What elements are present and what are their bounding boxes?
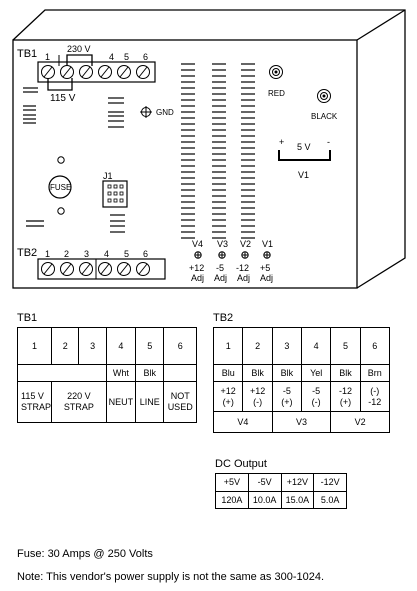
dc-value: 10.0A — [247, 491, 282, 509]
tb2-value: (-)-12 — [359, 381, 391, 412]
tb1-color: Blk — [135, 364, 165, 382]
dc-output-table: +5V -5V +12V -12V 120A 10.0A 15.0A 5.0A — [215, 473, 347, 509]
tb1-screws — [41, 65, 150, 79]
tb2-cell: 5 — [330, 327, 361, 365]
tb2-cell: 2 — [242, 327, 273, 365]
pot-v1-adj: Adj — [260, 273, 274, 283]
tb2-screws — [41, 262, 150, 276]
tb2-color: Blk — [330, 364, 361, 382]
pot-v3-name: V3 — [217, 239, 229, 249]
fuse-holder — [48, 175, 72, 199]
black-label: BLACK — [311, 112, 338, 121]
tb2-value: +12(+) — [212, 381, 244, 412]
black-jack — [317, 89, 331, 103]
tb1-cell: 6 — [163, 327, 197, 365]
pot-v4-name: V4 — [192, 239, 204, 249]
tb2-label: TB2 — [17, 247, 38, 259]
tb1-function-neut: NEUT — [105, 381, 137, 423]
pot-v1-name: V1 — [262, 239, 274, 249]
tb1-color: Wht — [105, 364, 137, 382]
pot-v4-value: +12 — [189, 263, 205, 273]
tb2-num-1: 1 — [45, 249, 51, 259]
tb2-table-title: TB2 — [213, 312, 234, 324]
pot-v2-adj: Adj — [237, 273, 251, 283]
dc-header: -12V — [313, 473, 347, 492]
fuse-label: FUSE — [50, 183, 72, 192]
tb1-num-5: 5 — [124, 52, 130, 62]
dc-value: 15.0A — [280, 491, 315, 509]
tb2-group-v4: V4 — [213, 411, 273, 433]
tb1-cell: 2 — [51, 327, 80, 365]
tb1-function-line: LINE — [135, 381, 165, 423]
tb1-table-title: TB1 — [17, 312, 38, 324]
tb2-color: Blu — [212, 364, 244, 382]
pot-v2-value: -12 — [236, 263, 250, 273]
pot-v3-value: -5 — [216, 263, 225, 273]
tb2-group-v2: V2 — [330, 411, 390, 433]
tb1-cell: 3 — [78, 327, 107, 365]
pot-v1-value: +5 — [260, 263, 271, 273]
dc-value: 120A — [215, 491, 249, 509]
tb2-cell: 4 — [301, 327, 332, 365]
tb2-table: 1 2 3 4 5 6 Blu Blk Blk Yel Blk Brn +12(… — [212, 327, 391, 433]
label-230v: 230 V — [67, 44, 91, 54]
label-115v: 115 V — [50, 93, 76, 104]
dc-header: +12V — [280, 473, 315, 492]
tb2-color: Brn — [359, 364, 391, 382]
tb2-cell: 6 — [359, 327, 391, 365]
dc-value: 5.0A — [313, 491, 347, 509]
pot-v2-name: V2 — [240, 239, 252, 249]
tb2-color: Yel — [301, 364, 332, 382]
v1-plus: + — [279, 137, 285, 147]
gnd-label: GND — [156, 108, 174, 117]
tb2-num-2: 2 — [64, 249, 70, 259]
gnd-icon — [140, 106, 152, 118]
tb2-color: Blk — [271, 364, 303, 382]
tb2-color: Blk — [242, 364, 273, 382]
v1-bracket-label: V1 — [298, 170, 310, 180]
tb1-cell: 4 — [105, 327, 137, 365]
tb1-num-6: 6 — [143, 52, 149, 62]
j1-connector — [102, 180, 128, 208]
v1-minus: - — [327, 137, 330, 147]
tb2-value: -12(+) — [330, 381, 361, 412]
tb2-group-v3: V3 — [271, 411, 332, 433]
v1-value: 5 V — [297, 142, 311, 152]
red-label: RED — [268, 89, 285, 98]
dc-header: +5V — [215, 473, 249, 492]
pot-v4-adj: Adj — [191, 273, 205, 283]
fuse-note: Fuse: 30 Amps @ 250 Volts — [17, 548, 153, 560]
tb1-num-4: 4 — [109, 52, 115, 62]
tb2-num-6: 6 — [143, 249, 149, 259]
j1-label: J1 — [103, 171, 113, 181]
tb2-value: +12(-) — [242, 381, 273, 412]
dc-header: -5V — [247, 473, 282, 492]
tb2-value: -5(+) — [271, 381, 303, 412]
tb2-cell: 1 — [212, 327, 244, 365]
tb2-value: -5(-) — [301, 381, 332, 412]
tb1-label: TB1 — [17, 48, 38, 60]
tb2-cell: 3 — [271, 327, 303, 365]
tb2-num-3: 3 — [84, 249, 90, 259]
pot-v3-adj: Adj — [214, 273, 228, 283]
tb1-cell: 1 — [16, 327, 53, 365]
tb1-cell: 5 — [135, 327, 165, 365]
tb2-num-4: 4 — [104, 249, 110, 259]
tb1-num-1: 1 — [45, 52, 51, 62]
vendor-note: Note: This vendor's power supply is not … — [17, 571, 325, 583]
power-supply-diagram — [12, 9, 406, 289]
tb2-num-5: 5 — [124, 249, 130, 259]
dc-output-title: DC Output — [215, 458, 267, 470]
red-jack — [269, 65, 283, 79]
